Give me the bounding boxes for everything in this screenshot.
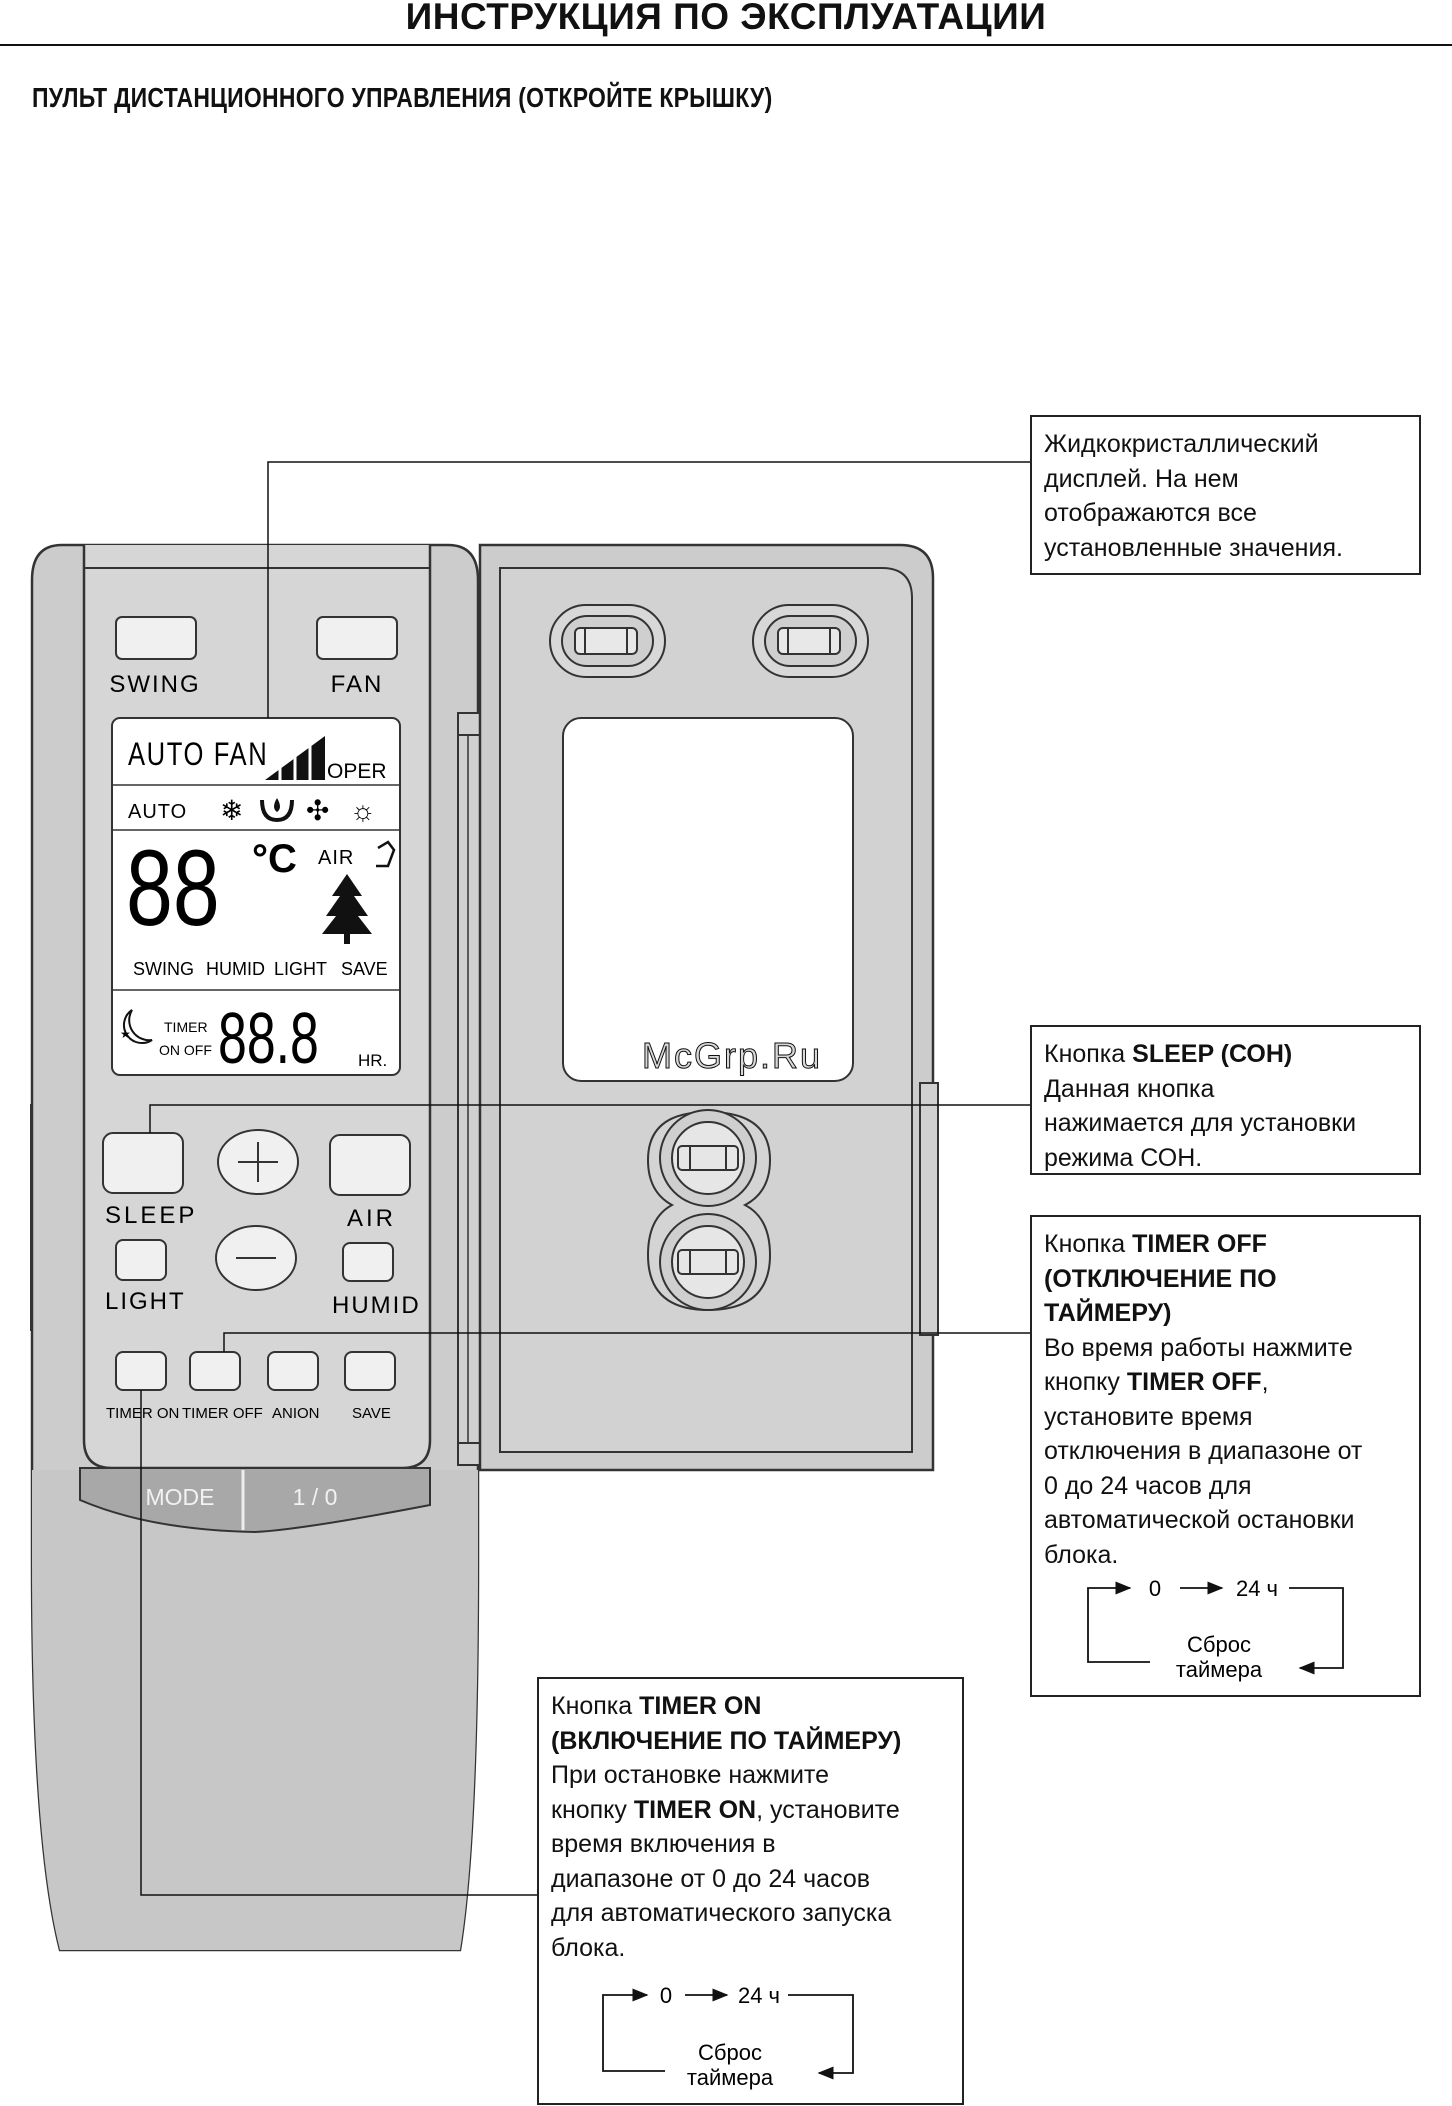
cover-button-left[interactable] [549, 604, 666, 678]
air-button[interactable] [329, 1134, 411, 1196]
svg-text:таймера: таймера [687, 2065, 774, 2090]
svg-text:0: 0 [1149, 1576, 1161, 1601]
lcd-auto: AUTO [128, 801, 187, 823]
lcd-timer-time: 88.8 [218, 999, 319, 1079]
save-button[interactable] [344, 1351, 396, 1391]
page-header: ИНСТРУКЦИЯ ПО ЭКСПЛУАТАЦИИ [0, 0, 1452, 46]
svg-text:24 ч: 24 ч [1236, 1576, 1278, 1601]
dry-icon [260, 798, 294, 823]
tree-icon [322, 874, 372, 944]
cover-button-right[interactable] [752, 604, 869, 678]
light-button[interactable] [115, 1239, 167, 1281]
callout-timer-on: Кнопка TIMER ON (ВКЛЮЧЕНИЕ ПО ТАЙМЕРУ) П… [537, 1677, 964, 2105]
svg-text:Сброс: Сброс [698, 2040, 762, 2065]
callout-sleep-title: SLEEP (СОН) [1132, 1040, 1293, 1068]
page-title: ИНСТРУКЦИЯ ПО ЭКСПЛУАТАЦИИ [405, 0, 1047, 37]
swing-label: SWING [109, 671, 200, 698]
snowflake-icon: ❄ [220, 795, 243, 826]
callout-timer-off-title: TIMER OFF [1132, 1230, 1267, 1258]
callout-lcd-line-3: отображаются все [1044, 499, 1257, 527]
cover-window [562, 717, 854, 1082]
timer-off-cycle-diagram: 0 24 ч Сброс таймера [1087, 1576, 1344, 1682]
cover-round-buttons[interactable] [646, 1109, 772, 1312]
fan-label: FAN [331, 671, 384, 698]
fan-icon: ✣ [306, 795, 329, 826]
section-title: ПУЛЬТ ДИСТАНЦИОННОГО УПРАВЛЕНИЯ (ОТКРОЙТ… [32, 82, 773, 113]
lcd-temperature: 88 [126, 827, 220, 949]
air-label: AIR [347, 1205, 396, 1232]
svg-text:0: 0 [660, 1983, 672, 2008]
swing-button[interactable] [115, 616, 197, 660]
sleep-button[interactable] [102, 1132, 184, 1194]
swing-mode-icon [376, 840, 396, 868]
callout-sleep: Кнопка SLEEP (СОН) Данная кнопка нажимае… [1030, 1025, 1421, 1175]
timer-on-cycle-diagram: 0 24 ч Сброс таймера [602, 1983, 854, 2090]
watermark: McGrp.Ru [642, 1035, 822, 1076]
leader-lines [140, 461, 1030, 1896]
moon-icon: ★ [120, 1009, 153, 1045]
timer-on-button[interactable] [115, 1351, 167, 1391]
callout-lcd-line-4: установленные значения. [1044, 533, 1343, 562]
lcd-on-off: ON OFF [159, 1042, 212, 1058]
lcd-display: AUTO FAN OPER AUTO ❄ ✣ ☼ 88 °C AIR SWING… [111, 717, 401, 1079]
anion-label: ANION [272, 1405, 320, 1422]
timer-off-label: TIMER OFF [182, 1405, 263, 1422]
callout-lcd: Жидкокристаллический дисплей. На нем ото… [1030, 415, 1421, 575]
callout-lcd-line-2: дисплей. На нем [1044, 464, 1239, 493]
timer-on-label: TIMER ON [106, 1405, 179, 1422]
light-label: LIGHT [105, 1288, 186, 1315]
callout-timer-on-title: TIMER ON [639, 1692, 762, 1720]
anion-button[interactable] [267, 1351, 319, 1391]
sun-icon: ☼ [350, 795, 376, 826]
lcd-air: AIR [318, 847, 354, 869]
save-label: SAVE [352, 1405, 391, 1422]
svg-text:Сброс: Сброс [1187, 1632, 1251, 1657]
header-rule [0, 44, 1452, 46]
lcd-swing: SWING [133, 959, 194, 979]
power-button[interactable]: 1 / 0 [293, 1484, 338, 1510]
svg-text:24 ч: 24 ч [738, 1983, 780, 2008]
lcd-light: LIGHT [274, 959, 327, 979]
lcd-auto-fan: AUTO FAN [128, 737, 268, 772]
callout-timer-off: Кнопка TIMER OFF (ОТКЛЮЧЕНИЕ ПО ТАЙМЕРУ)… [1030, 1215, 1421, 1697]
svg-text:таймера: таймера [1176, 1657, 1263, 1682]
svg-text:★: ★ [120, 1027, 131, 1041]
fan-button[interactable] [316, 616, 398, 660]
lcd-humid: HUMID [206, 959, 265, 979]
callout-lcd-line-1: Жидкокристаллический [1044, 430, 1319, 458]
timer-off-button[interactable] [189, 1351, 241, 1391]
humid-label: HUMID [332, 1292, 421, 1319]
lcd-timer: TIMER [164, 1019, 208, 1035]
humid-button[interactable] [342, 1242, 394, 1282]
lcd-save: SAVE [341, 959, 388, 979]
mode-button[interactable]: MODE [146, 1484, 215, 1510]
lcd-oper: OPER [327, 760, 387, 783]
lcd-celsius: °C [252, 837, 297, 881]
sleep-label: SLEEP [105, 1202, 197, 1229]
remote-cover [457, 543, 939, 1472]
lcd-hr: HR. [358, 1051, 387, 1070]
